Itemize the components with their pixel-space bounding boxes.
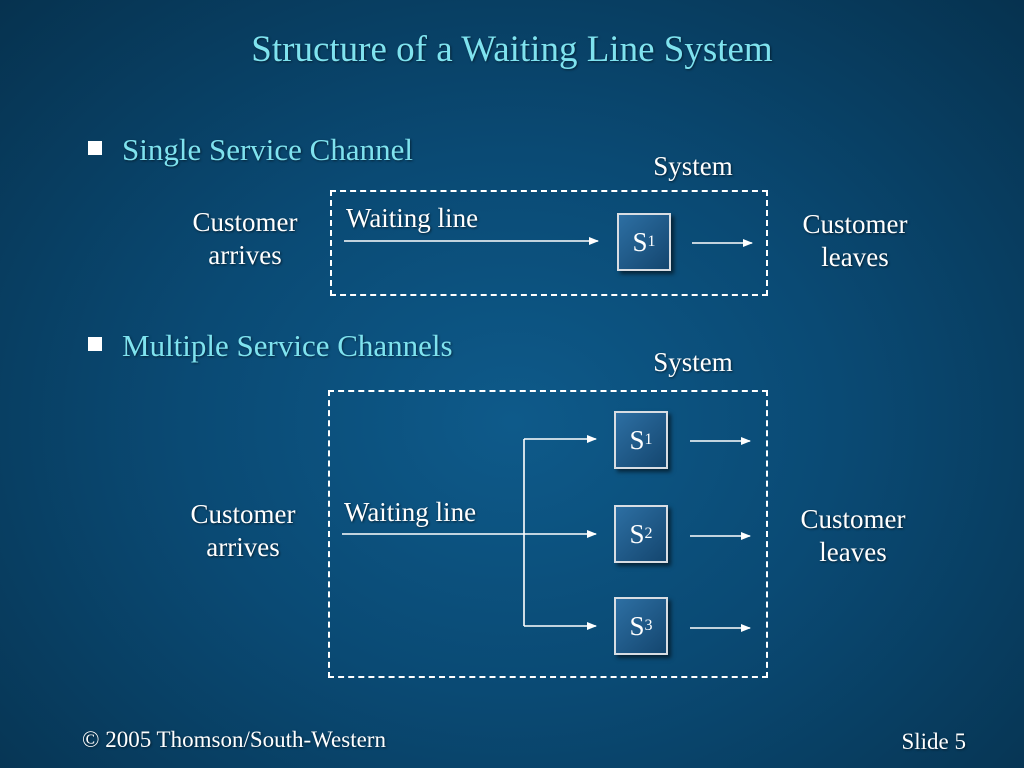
multiple-server-3-letter: S (629, 610, 645, 641)
single-arrives-line1: Customer (192, 207, 298, 237)
single-system-box (330, 190, 768, 296)
single-waiting-line-label: Waiting line (346, 203, 479, 233)
bullet-multiple-service: Multiple Service Channels (88, 328, 453, 364)
multiple-server-1-letter: S (629, 424, 645, 455)
bullet-square-icon (88, 141, 102, 155)
multiple-server-2-sub: 2 (644, 525, 653, 542)
slide-title: Structure of a Waiting Line System (251, 29, 773, 70)
single-arrives-line2: arrives (208, 240, 282, 270)
multiple-system-box (328, 390, 768, 678)
bullet-single-service: Single Service Channel (88, 132, 413, 168)
multiple-customer-arrives: Customer arrives (168, 498, 318, 564)
multiple-arrives-line2: arrives (206, 532, 280, 562)
multiple-server-3-sub: 3 (644, 617, 653, 634)
single-system-label: System (653, 151, 733, 181)
bullet-square-icon (88, 337, 102, 351)
multiple-customer-leaves: Customer leaves (778, 503, 928, 569)
multiple-waiting-line-label: Waiting line (344, 497, 477, 527)
multiple-server-1-sub: 1 (644, 431, 653, 448)
single-heading: Single Service Channel (122, 132, 413, 167)
footer-slide-number: Slide 5 (901, 729, 966, 754)
multiple-arrives-line1: Customer (190, 499, 296, 529)
single-server-1-sub: 1 (647, 233, 656, 250)
multiple-server-2-letter: S (629, 518, 645, 549)
single-server-1-letter: S (632, 226, 648, 257)
single-leaves-line2: leaves (821, 242, 889, 272)
multiple-system-label: System (653, 347, 733, 377)
single-customer-arrives: Customer arrives (170, 206, 320, 272)
single-customer-leaves: Customer leaves (780, 208, 930, 274)
multiple-heading: Multiple Service Channels (122, 328, 453, 363)
footer-copyright: © 2005 Thomson/South-Western (82, 727, 386, 752)
multiple-leaves-line1: Customer (800, 504, 906, 534)
single-leaves-line1: Customer (802, 209, 908, 239)
multiple-leaves-line2: leaves (819, 537, 887, 567)
